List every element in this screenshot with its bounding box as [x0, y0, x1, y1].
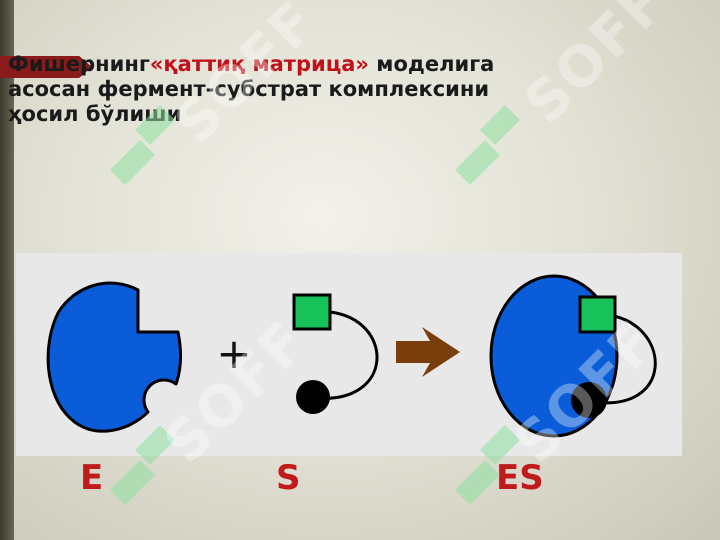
es-substrate-square — [578, 295, 617, 334]
substrate-linker — [314, 310, 379, 400]
title-line2: асосан фермент-субстрат комплексини — [8, 77, 490, 101]
es-substrate-circle — [571, 382, 607, 418]
slide-title: Фишернинг«қаттиқ матрица» моделига асоса… — [8, 52, 628, 127]
substrate-circle — [296, 380, 330, 414]
substrate-square — [292, 293, 332, 331]
plus-sign: + — [216, 329, 251, 378]
title-accent: «қаттиқ матрица» — [149, 52, 369, 76]
title-part1: Фишернинг — [8, 52, 150, 76]
enzyme-e-shape — [46, 281, 182, 433]
title-part2: моделига — [369, 52, 495, 76]
title-accent-arrow — [0, 56, 92, 78]
slide-left-bar — [0, 0, 14, 540]
es-substrate-linker — [593, 314, 657, 405]
title-line3: ҳосил бўлиши — [8, 102, 182, 126]
reaction-arrow — [396, 327, 460, 377]
